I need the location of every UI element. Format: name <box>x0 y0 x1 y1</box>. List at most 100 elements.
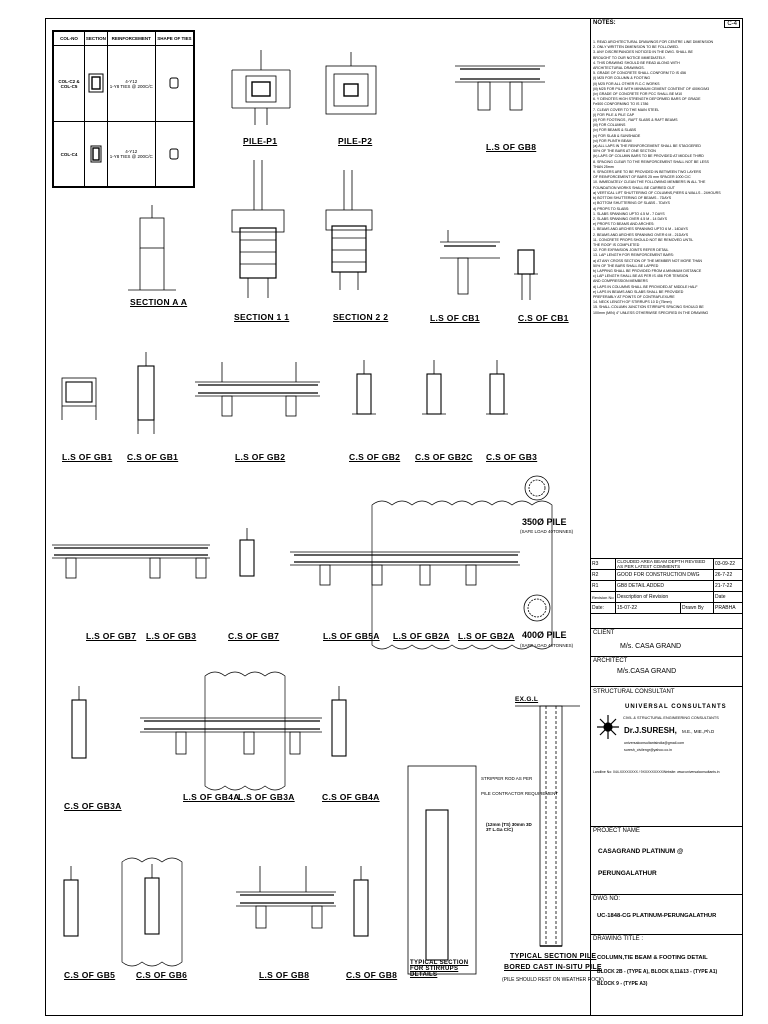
drawing-title-line-1: COLUMN,TIE BEAM & FOOTING DETAIL <box>597 955 708 961</box>
note-line: 12. FOR EXPANSION JOINTS REFER DETAIL <box>593 248 669 253</box>
architect-label: ARCHITECT <box>593 658 628 664</box>
schedule-header-ties: SHAPE OF TIES <box>154 31 195 46</box>
note-line: 1. SLABS SPANNING UPTO 4.5 M - 7 DAYS <box>593 211 665 216</box>
consultant-firm: UNIVERSAL CONSULTANTS <box>625 704 727 710</box>
cs-cb1-detail <box>514 249 538 300</box>
divider <box>590 934 743 935</box>
divider <box>590 656 743 657</box>
label-egl: EX.G.L <box>515 696 539 703</box>
label-ls-gb3a: L.S OF GB3A <box>238 792 295 802</box>
consultant-logo <box>597 715 619 739</box>
label-pile-p2: PILE-P2 <box>338 136 373 146</box>
schedule-tie-shape <box>154 44 195 123</box>
consultant-firm-sub: CIVIL & STRUCTURAL ENGINEERING CONSULTAN… <box>623 716 719 720</box>
consultant-email-2[interactable]: suresh_civilengr@yahoo.co.in <box>624 748 672 752</box>
rev-date: 26-7-22 <box>713 569 743 581</box>
note-line: c) LAP LENGTH SHALL BE AS PER IS 456 FOR… <box>593 274 689 279</box>
project-line-1: CASAGRAND PLATINUM @ <box>598 848 684 855</box>
label-pile-350: 350Ø PILE <box>522 517 567 527</box>
note-line: (iv) GRADE OF CONCRETE FOR PCC SHALL BE … <box>593 92 683 97</box>
note-line: (a) ALL LAPS IN THE REINFORCEMENT SHALL … <box>593 144 701 149</box>
note-line: 2. ONLY WRITTEN DIMENSION TO BE FOLLOWED… <box>593 45 679 50</box>
rev-id: R2 <box>590 569 616 581</box>
ls-gb7-gb3-detail <box>52 544 210 579</box>
consultant-email-1[interactable]: universalconsultantsindia@gmail.com <box>624 741 685 745</box>
schedule-col-no: COL-C4 <box>53 121 85 187</box>
label-cs-gb6: C.S OF GB6 <box>136 970 188 980</box>
note-line: 4. THIS DRAWING SHOULD BE READ ALONG WIT… <box>593 60 680 65</box>
cs-gb2c-detail <box>422 360 446 415</box>
rev-date: 03-09-22 <box>713 558 743 570</box>
note-line: THAN 25mm <box>593 164 614 169</box>
label-typical-stirrup: TYPICAL SECTION FOR STIRRUPS DETAILS <box>410 960 469 978</box>
note-line: 50% OF THE BARS AT ONE SECTION <box>593 149 656 154</box>
schedule-tie-shape <box>154 121 195 187</box>
rev-desc: Description of Revision <box>615 591 714 603</box>
label-pile-350-sub: (SAFE LOAD 40TONNES) <box>520 529 574 534</box>
note-line: PREFERABLY AT POINTS OF CONTRAFLEXURE <box>593 294 675 299</box>
note-line: 6. Y DENOTES HIGH STRENGTH DEFORMED BARS… <box>593 97 701 102</box>
divider <box>590 628 743 629</box>
label-cs-cb1: C.S OF CB1 <box>518 313 569 323</box>
section-22-detail <box>325 170 373 290</box>
note-line: d) LAPS IN COLUMNS SHALL BE PROVIDED AT … <box>593 284 698 289</box>
consultant-engineer-degree: M.E., MIE.,Ph.D <box>682 729 715 734</box>
typical-pile-detail <box>515 705 580 947</box>
note-line: 8. SPACING CLEAR TO THE REINFORCEMENT SH… <box>593 159 709 164</box>
revision-cloud-2 <box>204 671 286 791</box>
sheet-ref: C-4 <box>724 20 740 28</box>
label-typical-pile: TYPICAL SECTION PILE <box>510 953 597 960</box>
schedule-reinforcement: 4-Y12 1-Y8 TIES @ 200C/C <box>106 121 156 187</box>
note-line: d) PROPS TO SLABS: <box>593 206 630 211</box>
label-section-11: SECTION 1 1 <box>234 312 290 322</box>
note-line: b) BOTTOM SHUTTERING OF BEAMS - 7DAYS <box>593 196 672 201</box>
rev-desc: GB8 DETAIL ADDED <box>615 580 714 592</box>
label-cs-gb2c: C.S OF GB2C <box>415 452 473 462</box>
pile-400-section <box>523 594 551 622</box>
label-cs-gb1: C.S OF GB1 <box>127 452 179 462</box>
note-line: 2. SLABS SPANNING OVER 4.5 M - 14 DAYS <box>593 216 667 221</box>
rev-desc: GOOD FOR CONSTRUCTION DWG <box>615 569 714 581</box>
architect-value: M/s.CASA GRAND <box>617 668 677 675</box>
label-bored-cast: BORED CAST IN-SITU PILE <box>504 964 602 971</box>
divider <box>590 826 743 827</box>
drawing-title-line-2: BLOCK 2B - (TYPE A), BLOCK 8,11&13 - (TY… <box>597 969 718 975</box>
note-line: 1. READ ARCHITECTURAL DRAWINGS FOR CENTR… <box>593 40 714 44</box>
ls-cb1-detail <box>440 230 500 295</box>
note-line: 7. CLEAR COVER TO THE MAIN STEEL <box>593 107 660 112</box>
note-line: (v) FOR SLAB & SUNSHADE <box>593 133 641 138</box>
section-11-detail <box>231 160 285 298</box>
rev-id: Revision No <box>590 591 616 603</box>
note-line: (i) M25 FOR COLUMN & FOOTING <box>593 76 651 81</box>
label-cs-gb3a: C.S OF GB3A <box>64 801 122 811</box>
note-line: (b) LAPS OF COLUMN BARS TO BE PROVIDED A… <box>593 154 704 159</box>
note-line: e) PROPS TO BEAMS AND ARCHES: <box>593 222 655 227</box>
label-section-aa: SECTION A A <box>130 297 188 307</box>
client-label: CLIENT <box>593 630 615 636</box>
cs-gb7-detail <box>239 528 255 577</box>
note-line: (ii) FOR FOOTINGS , RAFT SLABS & RAFT BE… <box>593 118 678 123</box>
title-block: NOTES: C-4 <box>590 18 743 1016</box>
column-schedule-table: COL-NO SECTION REINFORCEMENT SHAPE OF TI… <box>52 30 195 188</box>
schedule-section-drawing <box>84 121 108 187</box>
label-ls-gb4a: L.S OF GB4A <box>183 792 240 802</box>
note-line: FOUNDATION WORKS SHALL BE CARRIED OUT <box>593 185 675 190</box>
note-line: 100mm (MIN) 4" UNLESS OTHERWISE SPECIFIE… <box>593 310 709 315</box>
date-value: 15-07-22 <box>615 602 681 614</box>
note-line: 9. SPACERS ARE TO BE PROVIDED IN BETWEEN… <box>593 170 702 175</box>
schedule-header-reinforcement: REINFORCEMENT <box>106 31 156 46</box>
label-ls-gb8-top: L.S OF GB8 <box>486 142 537 152</box>
note-line: THE ROOF IS COMPLETED <box>593 242 640 247</box>
consultant-landline: Landline No: 044-XXXXXXXX / 9XXXXXXXXX <box>593 770 663 774</box>
label-cs-gb7: C.S OF GB7 <box>228 631 280 641</box>
label-ls-gb7: L.S OF GB7 <box>86 631 137 641</box>
rev-date: Date <box>713 591 743 603</box>
label-pile-contractor: PILE CONTRACTOR REQUIREMENT <box>481 791 559 796</box>
pile-p2-detail <box>325 52 377 115</box>
note-line: Fe500 CONFORMING TO IS 1786 <box>593 102 649 107</box>
revision-cloud-3 <box>121 857 183 967</box>
note-line: ARCHITECTURAL DRAWINGS. <box>593 66 645 71</box>
notes-heading: NOTES: <box>593 20 616 26</box>
consultant-website[interactable]: Website: www.universalconsultants.in <box>663 770 720 774</box>
